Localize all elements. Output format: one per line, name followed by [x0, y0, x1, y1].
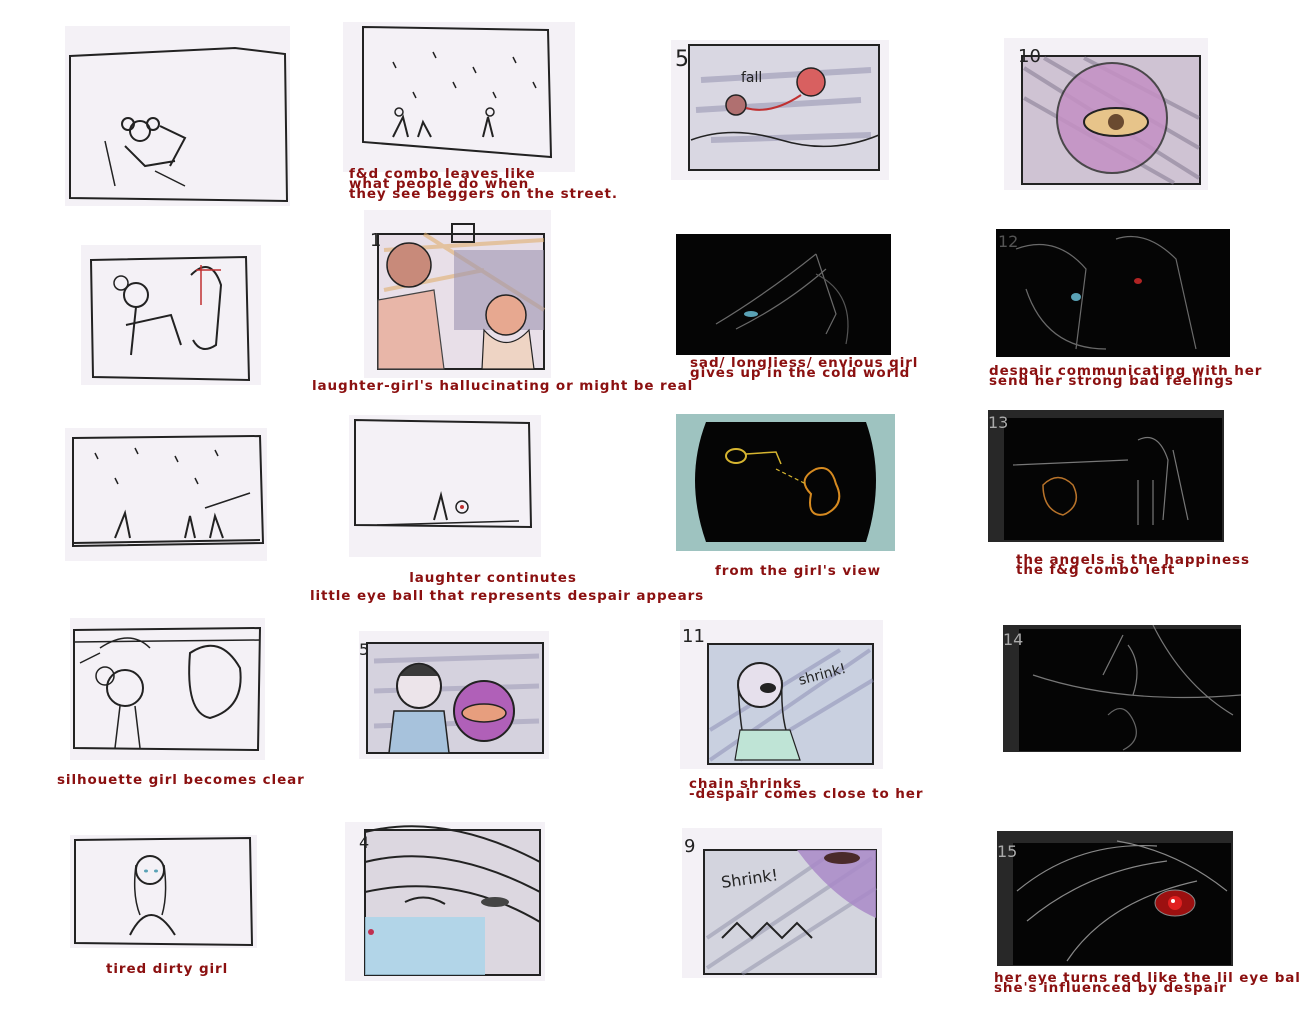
storyboard-panel-r2c4: 12: [996, 229, 1230, 357]
storyboard-panel-r1c1: [65, 26, 290, 206]
sketch-drawing: [715, 253, 849, 345]
sketch-drawing: [73, 626, 262, 752]
sketch-drawing: [362, 25, 553, 159]
storyboard-panel-r5c3: 9 Shrink!: [682, 828, 882, 978]
sketch-drawing: 9 Shrink!: [684, 836, 878, 976]
sketch-drawing: 1: [370, 223, 546, 370]
sketch-drawing: [69, 46, 289, 203]
storyboard-panel-r3c1: [65, 428, 267, 561]
caption-r3c3: from the girl's view: [715, 563, 881, 579]
storyboard-panel-r5c4: 15: [997, 831, 1233, 966]
storyboard-panel-r3c2: [349, 415, 541, 557]
storyboard-panel-r4c2: 5: [359, 631, 549, 759]
sketch-drawing: 11 shrink!: [682, 626, 875, 765]
caption-r4c1: silhouette girl becomes clear: [57, 772, 305, 788]
sketch-drawing: 14: [1003, 625, 1241, 752]
storyboard-panel-r4c3: 11 shrink!: [680, 620, 883, 769]
sketch-drawing: 12: [998, 232, 1197, 350]
storyboard-panel-r1c4: 10: [1004, 38, 1208, 190]
storyboard-panel-r5c1: [70, 835, 257, 948]
sketch-drawing: 13: [988, 410, 1224, 542]
storyboard-panel-r2c3: [676, 234, 891, 355]
storyboard-panel-r2c2: 1: [364, 210, 551, 378]
sketch-drawing: 4: [359, 825, 541, 976]
sketch-drawing: 5 fall: [675, 44, 880, 171]
sketch-drawing: 5: [359, 640, 544, 754]
panel-number: 13: [988, 413, 1008, 432]
storyboard-panel-r3c3: [676, 414, 895, 551]
panel-number: 12: [998, 232, 1018, 251]
storyboard-panel-r2c1: [81, 245, 261, 385]
sketch-drawing: [695, 422, 876, 542]
panel-number: 11: [682, 626, 705, 647]
sketch-drawing: [354, 418, 533, 529]
sketch-drawing: 10: [1018, 46, 1201, 185]
panel-number: 5: [675, 47, 689, 72]
panel-number: 15: [997, 842, 1017, 861]
storyboard-panel-r5c2: 4: [345, 822, 545, 981]
storyboard-panel-r1c2: [343, 22, 575, 172]
sketch-drawing: [74, 836, 254, 947]
storyboard-panel-r4c1: [70, 618, 265, 760]
panel-number: 1: [370, 230, 381, 251]
storyboard-panel-r4c4: 14: [1003, 625, 1241, 752]
storyboard-panel-r1c3: 5 fall: [671, 40, 889, 180]
sketch-drawing: [72, 434, 265, 548]
panel-text-fall: fall: [741, 70, 762, 86]
caption-r5c1: tired dirty girl: [106, 961, 229, 977]
storyboard-panel-r3c4: 13: [988, 410, 1224, 542]
panel-number: 10: [1018, 46, 1041, 67]
panel-number: 9: [684, 836, 695, 857]
caption-r2c2: laughter-girl's hallucinating or might b…: [312, 378, 694, 394]
sketch-drawing: 15: [997, 831, 1233, 966]
panel-number: 4: [359, 833, 369, 852]
panel-number: 14: [1003, 630, 1023, 649]
caption-r4c3: chain shrinks-despair comes close to her: [689, 776, 924, 802]
sketch-drawing: [89, 255, 251, 382]
panel-number: 5: [359, 640, 369, 659]
